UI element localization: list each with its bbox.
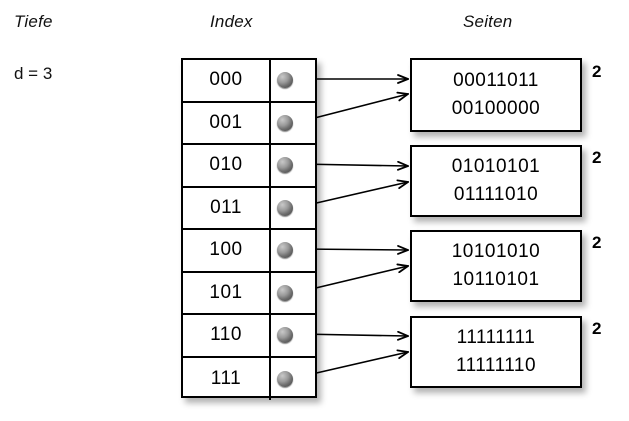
- index-row[interactable]: 101: [183, 272, 315, 315]
- index-pointer-cell[interactable]: [271, 315, 315, 356]
- index-row[interactable]: 011: [183, 187, 315, 230]
- index-pointer-cell[interactable]: [271, 145, 315, 186]
- page-record: 11111111: [456, 327, 536, 349]
- pointer-dot-icon: [277, 242, 293, 259]
- column-header-depth: Tiefe: [14, 12, 53, 31]
- index-key: 100: [183, 230, 271, 271]
- index-pointer-cell[interactable]: [271, 273, 315, 314]
- page-record: 00100000: [451, 98, 541, 119]
- index-pointer-cell[interactable]: [271, 230, 315, 271]
- index-pointer-cell[interactable]: [271, 103, 315, 144]
- page-bucket[interactable]: 01010101 01111010: [410, 145, 582, 217]
- index-row[interactable]: 100: [183, 230, 315, 273]
- page-record: 00011011: [453, 70, 539, 92]
- pointer-dot-icon: [277, 114, 293, 131]
- page-bucket[interactable]: 00011011 00100000: [410, 58, 582, 132]
- column-header-pages: Seiten: [463, 12, 513, 31]
- index-pointer-cell[interactable]: [271, 188, 315, 229]
- page-local-depth: 2: [592, 62, 602, 81]
- page-record: 01111010: [453, 184, 539, 205]
- index-directory: 000 001 010 011 100: [181, 58, 317, 401]
- index-key: 000: [183, 60, 271, 101]
- page-local-depth: 2: [592, 319, 602, 338]
- index-row[interactable]: 000: [183, 60, 315, 103]
- pointer-dot-icon: [277, 72, 293, 89]
- index-row[interactable]: 110: [183, 315, 315, 358]
- index-pointer-cell[interactable]: [271, 358, 315, 401]
- global-depth-value: d = 3: [14, 64, 53, 83]
- page-bucket[interactable]: 11111111 11111110: [410, 316, 582, 388]
- pointer-dot-icon: [277, 157, 293, 174]
- page-record: 11111110: [455, 355, 537, 376]
- pointer-dot-icon: [277, 327, 293, 344]
- page-record: 01010101: [451, 156, 541, 178]
- index-key: 101: [183, 272, 271, 313]
- page-local-depth: 2: [592, 148, 602, 167]
- index-row[interactable]: 010: [183, 145, 315, 188]
- index-key: 111: [183, 357, 271, 400]
- pointer-dot-icon: [277, 199, 293, 216]
- page-record: 10101010: [451, 241, 541, 263]
- column-header-index: Index: [210, 12, 253, 31]
- index-key: 010: [183, 145, 271, 186]
- page-record: 10110101: [452, 269, 540, 290]
- index-key: 001: [183, 102, 271, 143]
- pointer-dot-icon: [277, 284, 293, 301]
- index-pointer-cell[interactable]: [271, 60, 315, 101]
- index-key: 011: [183, 187, 271, 228]
- pointer-dot-icon: [277, 370, 293, 387]
- page-bucket[interactable]: 10101010 10110101: [410, 230, 582, 302]
- index-row[interactable]: 001: [183, 102, 315, 145]
- page-local-depth: 2: [592, 233, 602, 252]
- index-key: 110: [183, 315, 271, 356]
- index-row[interactable]: 111: [183, 357, 315, 401]
